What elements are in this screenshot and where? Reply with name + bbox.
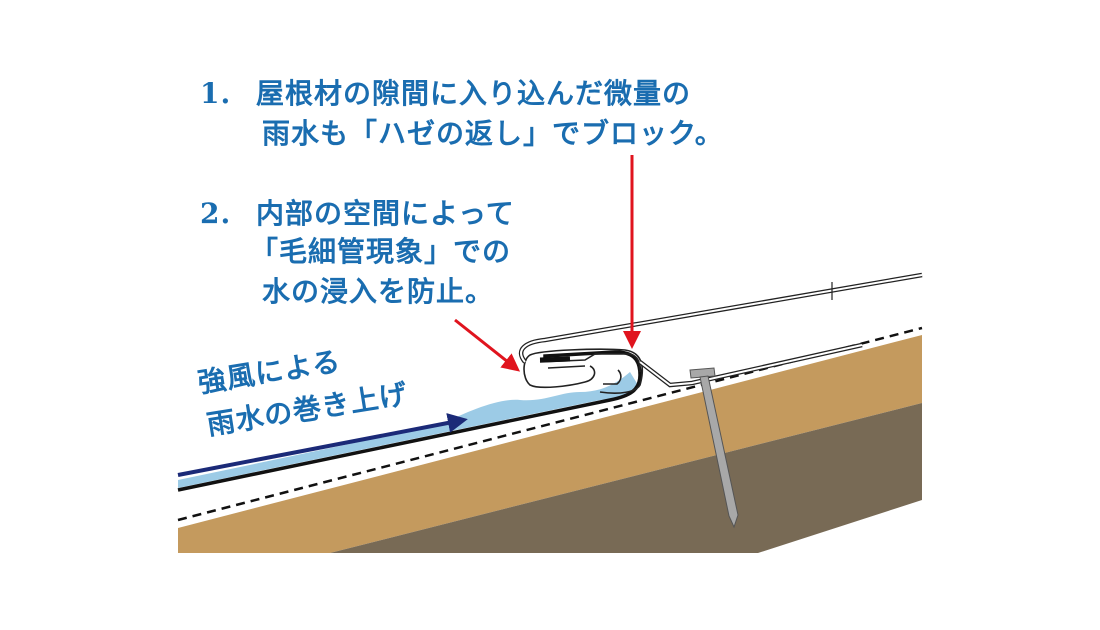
callout-2-line-2: 「毛細管現象」での [250, 235, 512, 268]
callout-2-text: 内部の空間によって [256, 197, 515, 230]
wind-arrow [177, 413, 468, 477]
callout-2-line-1: 2. 内部の空間によって [200, 200, 515, 228]
callout-1-line-2: 雨水も「ハゼの返し」でブロック。 [262, 117, 724, 150]
underlayment-line [177, 326, 923, 522]
rainwater [178, 372, 638, 488]
callout-arrow-2 [454, 318, 521, 372]
callout-2-line-3: 水の浸入を防止。 [262, 275, 495, 308]
wood-sheathing [178, 335, 922, 553]
nail-icon [689, 367, 739, 529]
callout-2-number: 2. [200, 197, 232, 230]
substrate-layer [330, 403, 922, 553]
callout-1-text: 屋根材の隙間に入り込んだ微量の [256, 77, 692, 110]
roof-panel-lower [177, 350, 642, 492]
seam-hook [523, 348, 644, 394]
callout-1-line-1: 1. 屋根材の隙間に入り込んだ微量の [200, 80, 691, 108]
callout-1-number: 1. [200, 77, 232, 110]
